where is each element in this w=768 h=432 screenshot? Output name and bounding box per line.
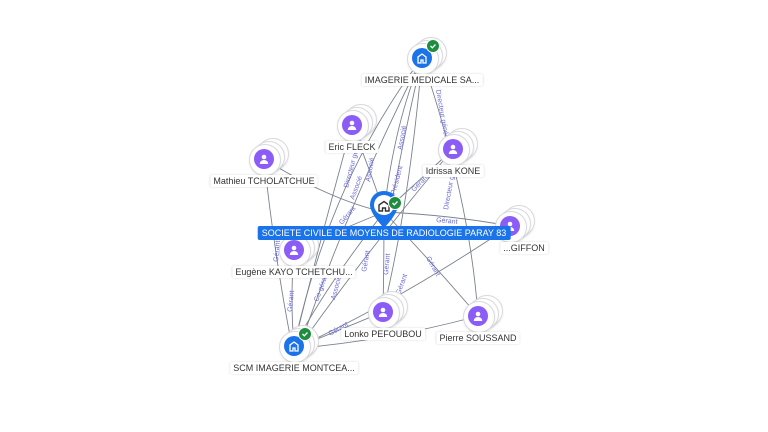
node-label: Eugène KAYO TCHETCHU...	[232, 266, 356, 278]
edge-label-gerant-mathieu: Gérant	[273, 240, 282, 262]
node-label: Lonko PEFOUBOU	[341, 328, 425, 340]
node-label: Idrissa KONE	[422, 165, 484, 177]
node-label: SCM IMAGERIE MONTCEA...	[230, 362, 358, 374]
node-label: Eric FLECK	[325, 141, 379, 153]
edge-giffon-scm	[299, 225, 511, 347]
person-icon	[468, 306, 488, 326]
edge-label-associe-eric: Associé	[365, 157, 376, 182]
edge-imagerie-scm-2	[299, 57, 423, 347]
verified-check-icon	[426, 39, 440, 53]
person-icon	[443, 139, 463, 159]
edge-label-gerant-giffon: Gérant	[436, 217, 458, 226]
edge-imagerie-pierre	[421, 57, 479, 317]
main-company-label: SOCIETE CIVILE DE MOYENS DE RADIOLOGIE P…	[257, 226, 511, 240]
person-icon	[284, 240, 304, 260]
edge-label-gerant-center-scm: Gérant	[338, 205, 357, 226]
edge-label-associe-scm: Associé	[330, 275, 343, 301]
person-icon	[254, 149, 274, 169]
node-label: Mathieu TCHOLATCHUE	[210, 175, 318, 187]
edge-label-gerant-lonko: Gérant	[383, 253, 392, 275]
verified-check-icon	[298, 327, 312, 341]
edge-pierre-center	[383, 211, 479, 317]
person-icon	[373, 302, 393, 322]
node-label: IMAGERIE MEDICALE SA...	[361, 74, 483, 86]
person-icon	[342, 115, 362, 135]
building-icon	[412, 48, 432, 68]
edge-label-gerant-center-low: Gérant	[361, 250, 372, 272]
edge-label-associe: Associé	[397, 125, 408, 150]
verified-check-icon	[388, 196, 402, 210]
building-icon	[284, 336, 304, 356]
node-label: Pierre SOUSSAND	[436, 332, 520, 344]
node-label: ...GIFFON	[500, 242, 548, 254]
edge-label-gerant-eugene: Gérant	[287, 290, 296, 312]
edge-label-gerant-pierre: Gérant	[424, 256, 441, 278]
